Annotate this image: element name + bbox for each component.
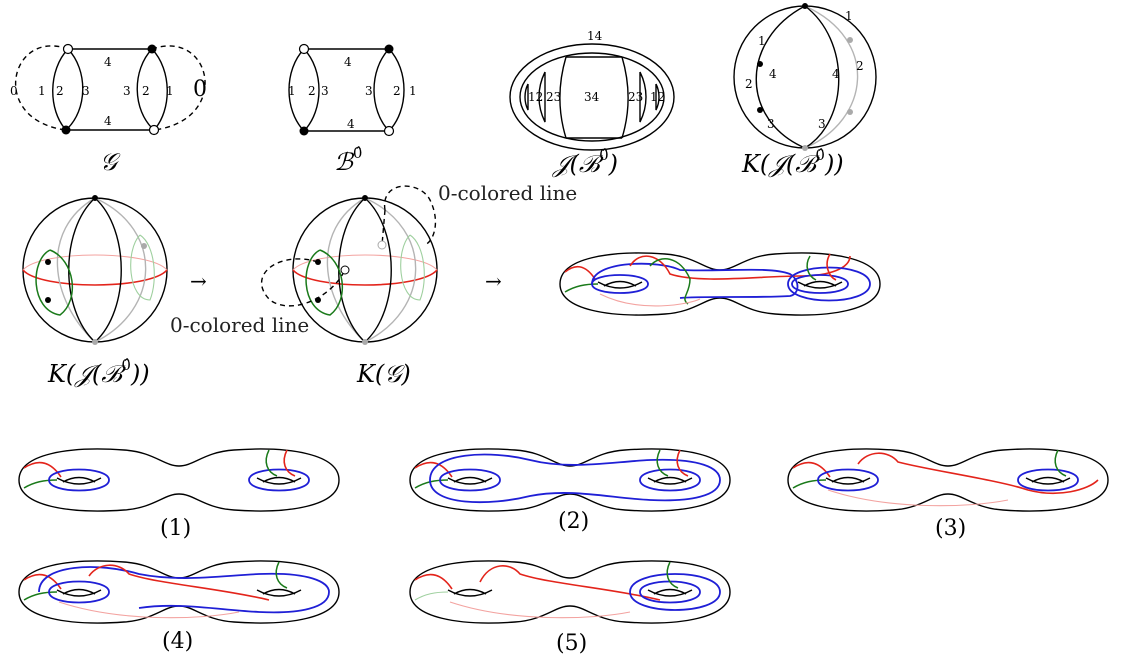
- label-1: (1): [160, 516, 191, 541]
- annotation-0-colored-line-bottom: 0-colored line: [170, 313, 309, 337]
- double-torus-1: [18, 448, 340, 512]
- label-3: (3): [935, 516, 966, 541]
- arrow-1: →: [190, 269, 207, 293]
- graph-b-hat-0: 1 2 3 4 4 3 2 1 ℬ0̂: [288, 43, 417, 176]
- face-label-12-right: 12: [650, 90, 665, 104]
- edge-label-3-right: 3: [365, 84, 373, 98]
- edge-label-1-left: 1: [288, 84, 296, 98]
- graph-g: 0 1 2 3 4 4 3 2 1 0 𝒢: [10, 43, 207, 176]
- edge-label-0-right: 0: [193, 77, 207, 102]
- edge-label-1-left: 1: [38, 84, 46, 98]
- double-torus-result: [559, 252, 881, 316]
- caption-middle-left: K(𝒥(ℬ0̂)): [47, 356, 150, 388]
- face-label-12-left: 12: [528, 90, 543, 104]
- edge-label-1-right: 1: [166, 84, 174, 98]
- edge-label-2-right: 2: [142, 84, 150, 98]
- caption-k-g: K(𝒢): [356, 360, 411, 388]
- label-5: (5): [556, 631, 587, 656]
- edge-label-1-right: 1: [845, 9, 853, 23]
- double-torus-2: [409, 448, 731, 512]
- edge-label-1-left: 1: [758, 34, 766, 48]
- double-torus-5: [409, 560, 731, 624]
- edge-label-4-right: 4: [832, 67, 840, 81]
- edge-label-3-left: 3: [321, 84, 329, 98]
- caption-jacket: 𝒥(ℬ0̂): [552, 146, 618, 178]
- edge-label-2-right: 2: [393, 84, 401, 98]
- arrow-2: →: [485, 269, 502, 293]
- edge-label-4-top: 4: [344, 55, 352, 69]
- double-torus-4: [18, 560, 340, 624]
- edge-label-3-left: 3: [767, 117, 775, 131]
- face-label-23-right: 23: [628, 90, 643, 104]
- edge-label-3-left: 3: [82, 84, 90, 98]
- edge-label-1-right: 1: [409, 84, 417, 98]
- edge-label-4-bottom: 4: [347, 117, 355, 131]
- label-4: (4): [162, 629, 193, 654]
- sphere-middle-center: 0-colored line 0-colored line K(𝒢): [170, 181, 577, 388]
- caption-b-hat-0: ℬ0̂: [334, 144, 362, 176]
- face-label-23-left: 23: [546, 90, 561, 104]
- edge-label-2-left: 2: [56, 84, 64, 98]
- caption-sphere: K(𝒥(ℬ0̂)): [741, 146, 844, 178]
- edge-label-4-top: 4: [104, 55, 112, 69]
- edge-label-2-left: 2: [308, 84, 316, 98]
- edge-label-3-right: 3: [123, 84, 131, 98]
- sphere-middle-left: K(𝒥(ℬ0̂)): [22, 195, 168, 388]
- face-label-14: 14: [587, 29, 603, 43]
- edge-label-2-left: 2: [745, 77, 753, 91]
- jacket-surface: 14 12 23 34 23 12 𝒥(ℬ0̂): [509, 29, 675, 178]
- caption-g: 𝒢: [100, 148, 121, 176]
- label-2: (2): [558, 509, 589, 534]
- edge-label-0-left: 0: [10, 84, 18, 98]
- annotation-0-colored-line-top: 0-colored line: [438, 181, 577, 205]
- double-torus-3: [787, 448, 1109, 512]
- edge-label-4-bottom: 4: [104, 114, 112, 128]
- edge-label-3-right: 3: [818, 117, 826, 131]
- edge-label-2-right: 2: [856, 59, 864, 73]
- face-label-34: 34: [584, 90, 600, 104]
- edge-label-4-left: 4: [769, 67, 777, 81]
- sphere-top: 1 2 3 4 4 3 2 1 K(𝒥(ℬ0̂)): [733, 3, 877, 178]
